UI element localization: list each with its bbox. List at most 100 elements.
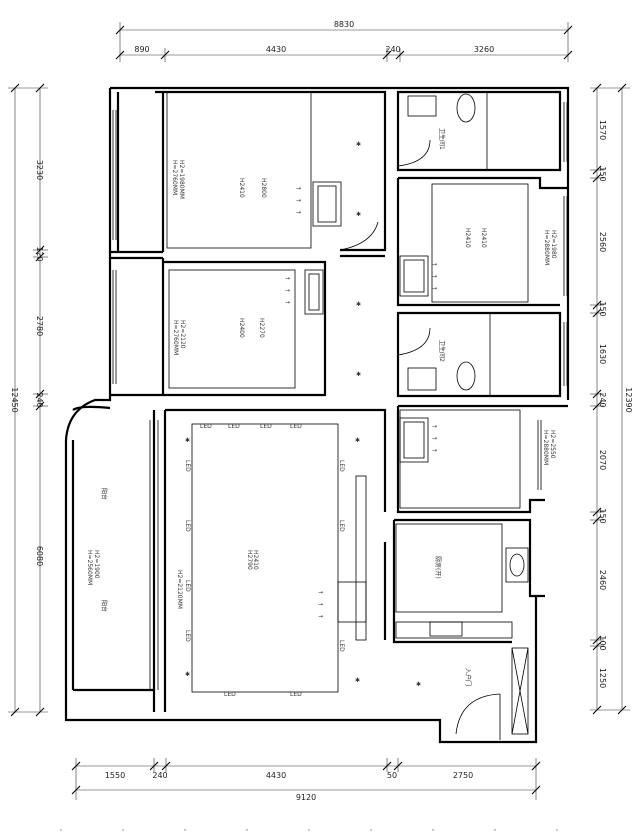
bedroom2-height-d: H2270 xyxy=(258,318,265,338)
bottom-dim-3: 4430 xyxy=(266,771,286,780)
light-dot-9: ✱ xyxy=(416,681,421,688)
bedroom-3: H2410 H2410 H=2880MM H2=1980 → → → xyxy=(396,176,568,307)
bedroom4-height-a: H=2880MM xyxy=(542,430,549,465)
exterior-walls xyxy=(64,86,570,744)
balcony-label-1: 阳台 xyxy=(100,488,108,500)
led-top-3: LED xyxy=(260,423,272,430)
light-dot-5: ✱ xyxy=(355,437,360,444)
bottom-dim-5: 2750 xyxy=(453,771,473,780)
bedroom-1: H=2760MM H2=1980MM H2410 H2800 → → → ✱ ✱ xyxy=(155,90,387,258)
led-top-2: LED xyxy=(228,423,240,430)
ac-arrows-4: → xyxy=(285,275,290,282)
living-height-a: H2790 xyxy=(246,550,253,570)
ac-arrows-6: → xyxy=(285,299,290,306)
led-top-1: LED xyxy=(200,423,212,430)
living-side-height: H2=2120MM xyxy=(176,570,183,609)
bathroom1-label: 卫生间1 xyxy=(438,128,446,150)
left-total-dim: 12450 xyxy=(10,387,19,412)
led-bottom-1: LED xyxy=(224,691,236,698)
right-dim-10: 100 xyxy=(598,635,607,650)
bedroom3-height-b: H2=1980 xyxy=(550,230,557,259)
bathroom-2: 卫生间2 xyxy=(396,311,568,398)
ac-arrows-15: → xyxy=(318,613,323,620)
bedroom1-height-c: H2410 xyxy=(238,178,245,198)
left-windows xyxy=(112,110,159,690)
right-dim-2: 150 xyxy=(598,166,607,181)
entry-label: 入户门 xyxy=(464,668,472,686)
top-dim-4: 3260 xyxy=(474,45,494,54)
light-dot-1: ✱ xyxy=(356,141,361,148)
ac-arrows-9: → xyxy=(432,285,437,292)
balcony-height-a: H=2560MM xyxy=(86,550,93,585)
bedroom4-height-b: H2=2550 xyxy=(549,430,556,459)
bottom-dimension-line: 1550 240 4430 50 2750 9120 xyxy=(71,758,541,802)
bedroom-4: → → → H=2880MM H2=2550 xyxy=(396,404,568,514)
light-dot-6: ✱ xyxy=(185,437,190,444)
bathroom-1: 卫生间1 xyxy=(396,90,568,172)
ac-arrows-14: → xyxy=(318,601,323,608)
left-dim-2: 120 xyxy=(35,246,44,261)
bedroom2-height-a: H=2760MM xyxy=(172,320,179,355)
top-dimension-line: 8830 890 4430 240 3260 xyxy=(115,20,573,62)
bathroom2-label: 卫生间2 xyxy=(438,340,446,362)
living-room: LED LED LED LED LED LED LED LED LED LED … xyxy=(165,408,421,698)
led-left-1: LED xyxy=(184,460,191,472)
left-dimension-line: 12450 3230 120 2780 240 6080 xyxy=(8,83,48,717)
ac-arrows-3: → xyxy=(296,209,301,216)
right-dim-8: 150 xyxy=(598,508,607,523)
bedroom2-height-c: H2400 xyxy=(238,318,245,338)
light-dot-7: ✱ xyxy=(185,671,190,678)
right-dim-4: 150 xyxy=(598,301,607,316)
ac-arrows-11: → xyxy=(432,435,437,442)
right-total-dim: 12390 xyxy=(624,387,633,412)
led-bottom-2: LED xyxy=(290,691,302,698)
led-right-2: LED xyxy=(338,520,345,532)
right-dim-7: 2070 xyxy=(598,450,607,470)
top-total-dim: 8830 xyxy=(334,20,354,29)
bedroom1-height-a: H=2760MM xyxy=(171,160,178,195)
balcony-height-b: H2=1900 xyxy=(93,550,100,579)
balcony: 阳台 H=2560MM H2=1900 阳台 xyxy=(86,488,108,612)
light-dot-3: ✱ xyxy=(356,301,361,308)
ac-arrows-2: → xyxy=(296,197,301,204)
light-dot-8: ✱ xyxy=(355,677,360,684)
bedroom1-height-d: H2800 xyxy=(260,178,267,198)
ac-arrows-13: → xyxy=(318,589,323,596)
balcony-label-2: 阳台 xyxy=(100,600,108,612)
entry: 入户门 xyxy=(455,647,529,740)
ac-arrows-8: → xyxy=(432,273,437,280)
right-dimension-line: 1570 150 2560 150 1630 240 2070 150 2460… xyxy=(590,83,633,715)
ac-arrows-1: → xyxy=(296,185,301,192)
bottom-dim-4: 50 xyxy=(387,771,397,780)
led-right-3: LED xyxy=(338,640,345,652)
top-dim-2: 4430 xyxy=(266,45,286,54)
right-dim-3: 2560 xyxy=(598,232,607,252)
top-dim-1: 890 xyxy=(134,45,149,54)
bottom-dim-1: 1550 xyxy=(105,771,125,780)
bedroom3-height-a: H=2880MM xyxy=(543,230,550,265)
left-dim-3: 2780 xyxy=(35,316,44,336)
led-left-2: LED xyxy=(184,520,191,532)
led-right-1: LED xyxy=(338,460,345,472)
right-dim-1: 1570 xyxy=(598,120,607,140)
right-dim-11: 1250 xyxy=(598,668,607,688)
light-dot-2: ✱ xyxy=(356,211,361,218)
right-dim-9: 2460 xyxy=(598,570,607,590)
left-dim-1: 3230 xyxy=(35,160,44,180)
ac-arrows-12: → xyxy=(432,447,437,454)
ac-arrows-5: → xyxy=(285,287,290,294)
bedroom3-height-d: H2410 xyxy=(480,228,487,248)
light-dot-4: ✱ xyxy=(356,371,361,378)
bedroom-2: H=2760MM H2=2120 H2400 H2270 → → → ✱ ✱ xyxy=(163,260,361,397)
top-dim-3: 240 xyxy=(385,45,400,54)
bedroom1-height-b: H2=1980MM xyxy=(178,160,185,199)
left-dim-5: 6080 xyxy=(35,546,44,566)
right-dim-6: 240 xyxy=(598,392,607,407)
bedroom2-height-b: H2=2120 xyxy=(179,320,186,349)
left-dim-4: 240 xyxy=(35,392,44,407)
bedroom3-height-c: H2410 xyxy=(464,228,471,248)
led-left-3: LED xyxy=(184,580,191,592)
ac-arrows-7: → xyxy=(432,261,437,268)
led-left-4: LED xyxy=(184,630,191,642)
